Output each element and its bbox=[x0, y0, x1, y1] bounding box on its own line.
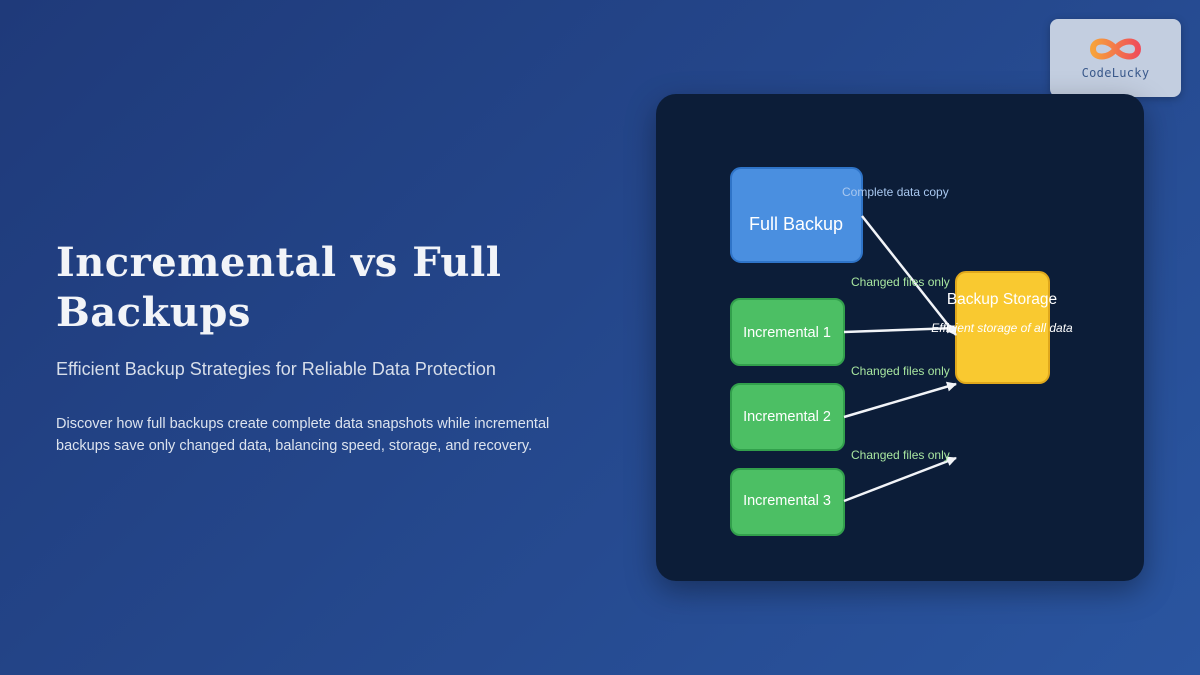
node-full-backup: Full Backup bbox=[730, 167, 863, 263]
page-subtitle: Efficient Backup Strategies for Reliable… bbox=[56, 359, 496, 379]
full-backup-box bbox=[730, 167, 863, 263]
backup-diagram: Full Backup Incremental 1 Incremental 2 … bbox=[730, 167, 1073, 536]
edge-inc3-to-storage bbox=[843, 456, 957, 503]
diagram-card: Full Backup Incremental 1 Incremental 2 … bbox=[656, 94, 1144, 581]
backup-storage-sublabel: Efficient storage of all data bbox=[931, 321, 1073, 335]
full-backup-label: Full Backup bbox=[749, 214, 843, 234]
logo-text: CodeLucky bbox=[1081, 66, 1150, 80]
page-title: Incremental vs Full Backups bbox=[56, 239, 502, 336]
edge-inc1-to-storage bbox=[843, 323, 957, 334]
edge-label-incremental-1: Changed files only bbox=[851, 275, 950, 289]
edge-full-to-storage bbox=[861, 215, 957, 336]
edge-label-incremental-3: Changed files only bbox=[851, 448, 950, 462]
node-incremental-2: Incremental 2 bbox=[730, 383, 845, 451]
node-incremental-1: Incremental 1 bbox=[730, 298, 845, 366]
infinity-logo-icon bbox=[1089, 38, 1142, 60]
page-description: Discover how full backups create complet… bbox=[56, 416, 550, 454]
edge-inc2-to-storage bbox=[843, 381, 957, 419]
logo-badge[interactable]: CodeLucky bbox=[1050, 19, 1181, 97]
incremental-2-label: Incremental 2 bbox=[743, 409, 831, 425]
incremental-3-label: Incremental 3 bbox=[743, 493, 831, 509]
backup-storage-label: Backup Storage bbox=[947, 291, 1057, 308]
incremental-1-label: Incremental 1 bbox=[743, 325, 831, 341]
edge-label-full: Complete data copy bbox=[842, 185, 949, 199]
incremental-3-box bbox=[730, 468, 845, 536]
edge-label-incremental-2: Changed files only bbox=[851, 364, 950, 378]
node-incremental-3: Incremental 3 bbox=[730, 468, 845, 536]
